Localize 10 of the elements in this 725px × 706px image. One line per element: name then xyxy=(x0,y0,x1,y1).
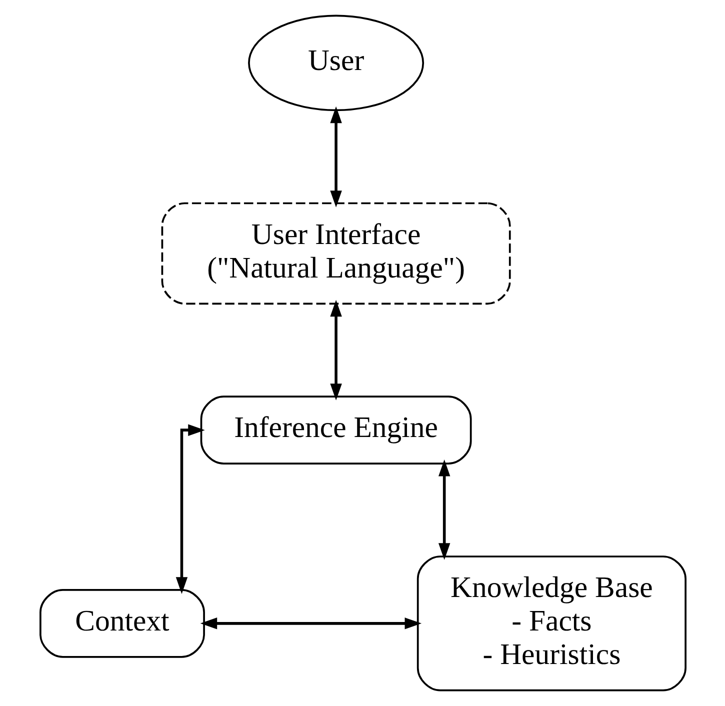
arrow xyxy=(330,106,342,208)
node-box: Knowledge Base - Facts - Heuristics xyxy=(416,556,686,692)
arrow xyxy=(200,618,422,630)
node-box: Context xyxy=(39,589,204,658)
arrow xyxy=(330,300,342,400)
arrow xyxy=(438,460,450,560)
arrow xyxy=(175,424,204,594)
node-ellipse: User xyxy=(248,14,424,112)
node-box: Inference Engine xyxy=(200,396,472,464)
node-box: User Interface ("Natural Language") xyxy=(160,202,510,305)
